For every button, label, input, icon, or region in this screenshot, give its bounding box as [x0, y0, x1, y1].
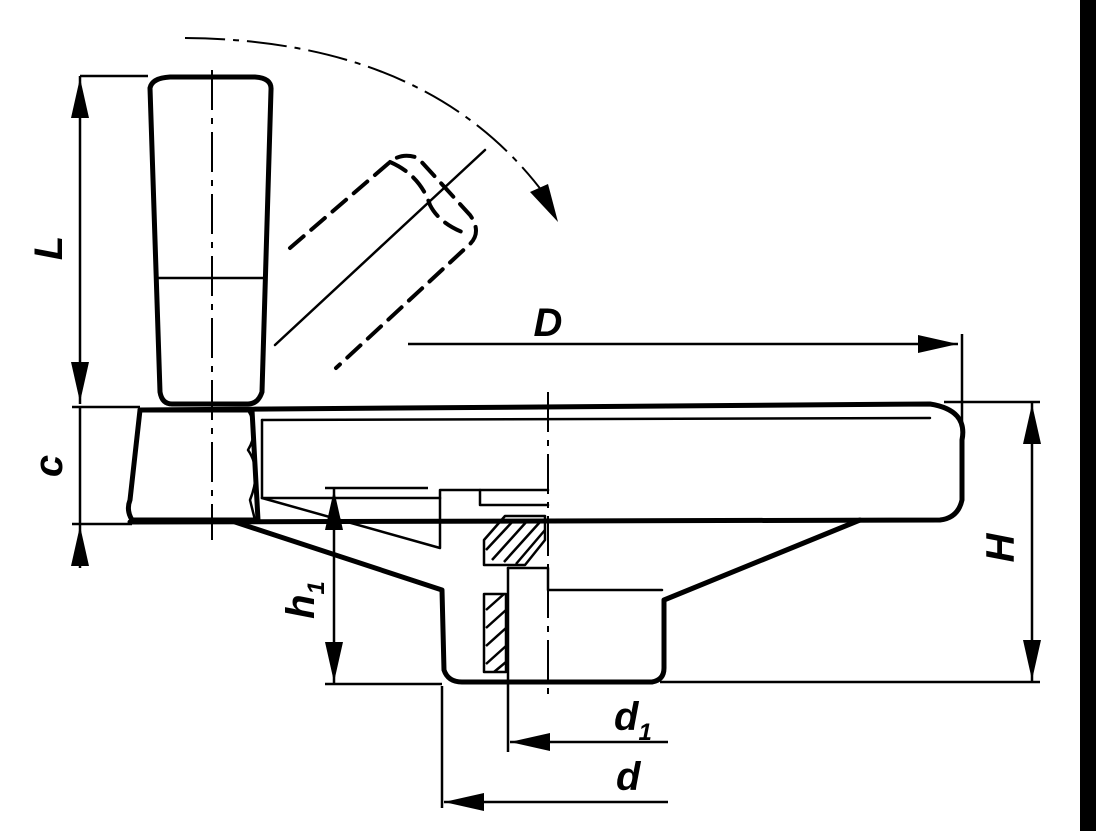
label-d1: d1	[614, 695, 652, 746]
dimension-h1	[325, 486, 442, 686]
dimension-D	[408, 334, 964, 495]
label-L: L	[27, 236, 71, 260]
label-h1: h1	[279, 581, 330, 619]
dimension-H	[660, 400, 1041, 684]
dimension-d1	[506, 684, 668, 752]
rotated-handle-outline	[273, 148, 487, 370]
label-D: D	[534, 301, 563, 345]
label-d: d	[616, 755, 642, 799]
scan-border	[1080, 0, 1096, 831]
crank-boss	[125, 407, 261, 523]
rotation-arc	[184, 37, 558, 222]
label-H: H	[979, 532, 1023, 562]
dimension-d	[440, 686, 668, 811]
dimension-c	[71, 405, 140, 568]
wheel-hub	[232, 392, 863, 700]
label-c: c	[27, 455, 71, 477]
dimension-L	[71, 74, 148, 404]
rotation-arrowhead	[530, 184, 558, 222]
handle	[147, 70, 274, 540]
